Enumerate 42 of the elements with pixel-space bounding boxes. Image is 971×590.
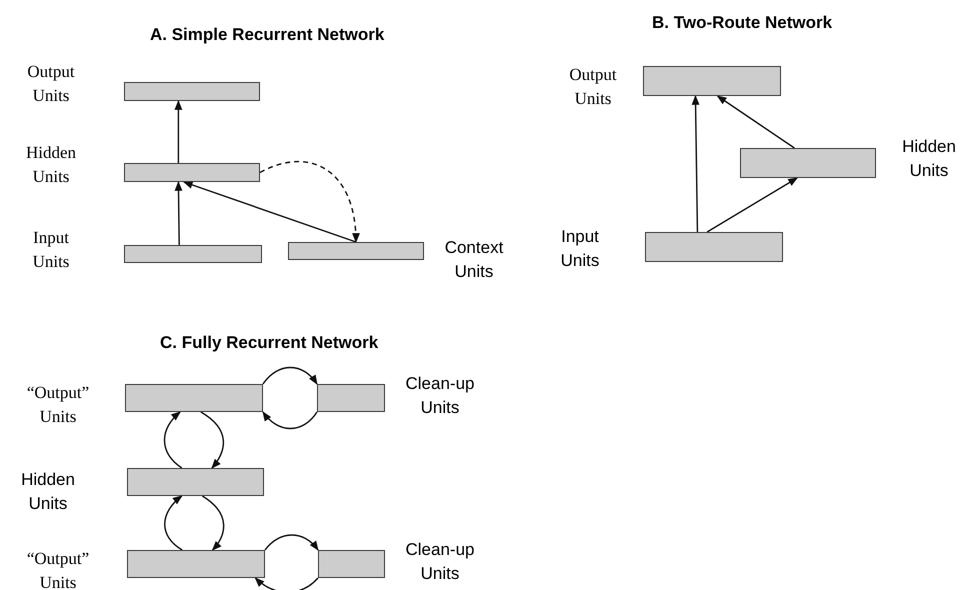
panel-title: C. Fully Recurrent Network bbox=[160, 332, 378, 354]
layer-label: Context Units bbox=[444, 237, 504, 283]
arrow bbox=[706, 177, 798, 233]
layer-label: Output Units bbox=[568, 64, 618, 110]
layer-label: Hidden Units bbox=[24, 142, 78, 188]
panel-title: A. Simple Recurrent Network bbox=[150, 24, 384, 46]
arrow bbox=[200, 411, 224, 469]
layer-label: Hidden Units bbox=[20, 469, 76, 515]
layer-label: Input Units bbox=[32, 227, 70, 273]
layer-bar bbox=[127, 468, 264, 496]
arrow bbox=[260, 160, 360, 243]
arrow bbox=[202, 495, 224, 551]
arrow bbox=[262, 411, 318, 430]
layer-label: Clean-up Units bbox=[404, 539, 476, 585]
arrow bbox=[264, 534, 319, 551]
layer-bar bbox=[124, 245, 262, 263]
layer-label: Input Units bbox=[560, 226, 600, 272]
layer-bar bbox=[317, 384, 385, 412]
layer-bar bbox=[124, 82, 260, 101]
layer-label: Hidden Units bbox=[901, 136, 957, 182]
layer-bar bbox=[288, 242, 424, 260]
arrow bbox=[164, 495, 183, 551]
arrow bbox=[716, 95, 795, 149]
layer-bar bbox=[318, 550, 385, 578]
layer-label: “Output” Units bbox=[26, 548, 90, 590]
layer-bar bbox=[740, 148, 876, 178]
arrow bbox=[262, 366, 318, 385]
layer-bar bbox=[125, 384, 263, 412]
arrow bbox=[164, 411, 182, 469]
layer-label: Clean-up Units bbox=[404, 373, 476, 419]
layer-label: “Output” Units bbox=[26, 382, 90, 428]
layer-bar bbox=[645, 232, 783, 262]
arrow bbox=[182, 181, 356, 243]
arrow bbox=[692, 95, 700, 232]
arrow bbox=[254, 577, 318, 590]
panel-title: B. Two-Route Network bbox=[652, 12, 832, 34]
layer-bar bbox=[127, 550, 265, 578]
layer-label: Output Units bbox=[26, 61, 76, 107]
arrow bbox=[174, 181, 182, 245]
arrow bbox=[174, 100, 182, 163]
layer-bar bbox=[643, 66, 781, 96]
layer-bar bbox=[124, 163, 260, 182]
